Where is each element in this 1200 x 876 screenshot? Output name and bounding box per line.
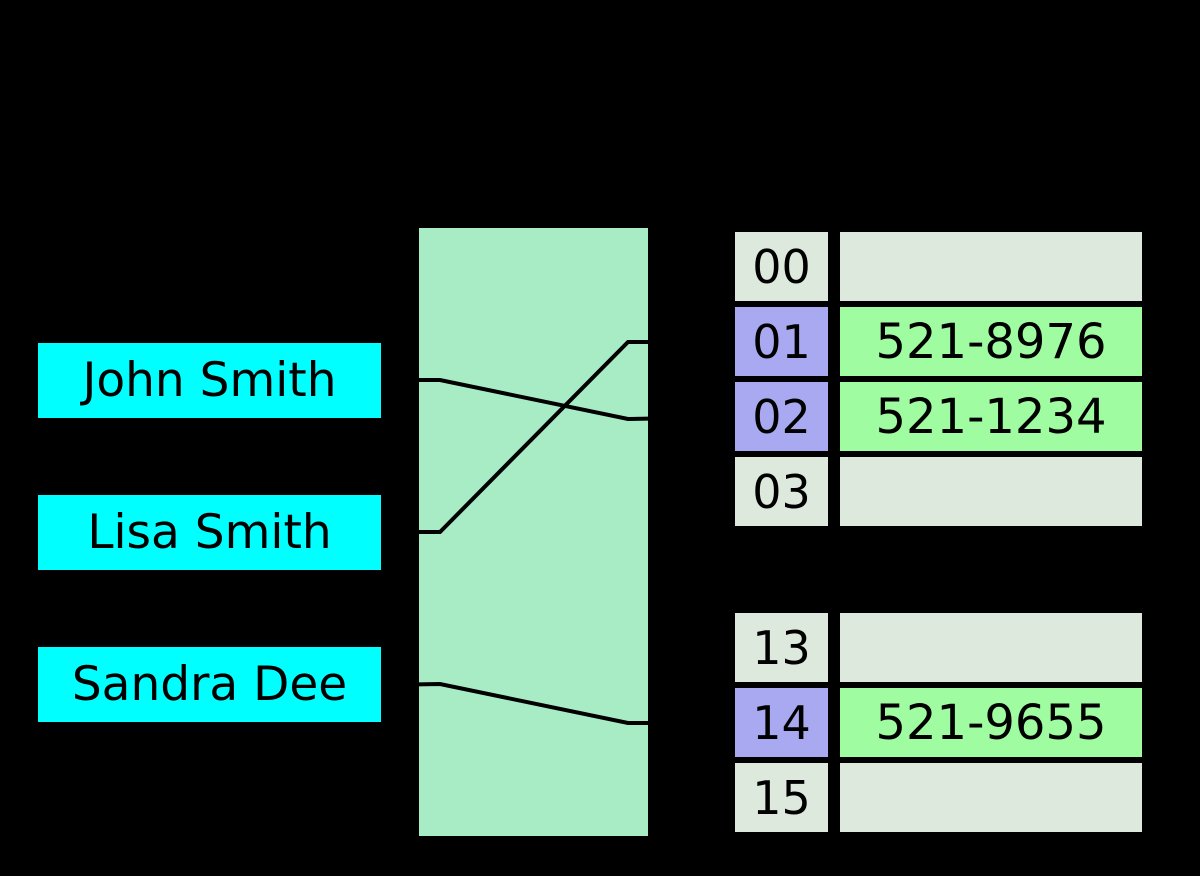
bucket-row-00: 00 — [735, 232, 1142, 301]
bucket-group-bottom: 13 14 521-9655 15 — [735, 613, 1142, 832]
bucket-value: 521-9655 — [840, 688, 1142, 757]
bucket-index: 01 — [735, 307, 828, 376]
bucket-value — [840, 457, 1142, 526]
bucket-group-top: 00 01 521-8976 02 521-1234 03 — [735, 232, 1142, 526]
bucket-value — [840, 763, 1142, 832]
key-box-lisa-smith: Lisa Smith — [38, 495, 381, 570]
bucket-index: 15 — [735, 763, 828, 832]
key-label: Sandra Dee — [71, 657, 348, 712]
bucket-row-14: 14 521-9655 — [735, 688, 1142, 757]
key-box-john-smith: John Smith — [38, 343, 381, 418]
hash-function-box — [419, 228, 648, 836]
bucket-row-03: 03 — [735, 457, 1142, 526]
bucket-value: 521-8976 — [840, 307, 1142, 376]
bucket-value — [840, 613, 1142, 682]
key-label: John Smith — [82, 353, 337, 408]
key-box-sandra-dee: Sandra Dee — [38, 647, 381, 722]
bucket-row-02: 02 521-1234 — [735, 382, 1142, 451]
bucket-index: 13 — [735, 613, 828, 682]
bucket-value — [840, 232, 1142, 301]
bucket-value: 521-1234 — [840, 382, 1142, 451]
bucket-index: 03 — [735, 457, 828, 526]
bucket-index: 14 — [735, 688, 828, 757]
bucket-row-15: 15 — [735, 763, 1142, 832]
bucket-row-01: 01 521-8976 — [735, 307, 1142, 376]
bucket-index: 02 — [735, 382, 828, 451]
bucket-row-13: 13 — [735, 613, 1142, 682]
bucket-index: 00 — [735, 232, 828, 301]
key-label: Lisa Smith — [87, 505, 332, 560]
